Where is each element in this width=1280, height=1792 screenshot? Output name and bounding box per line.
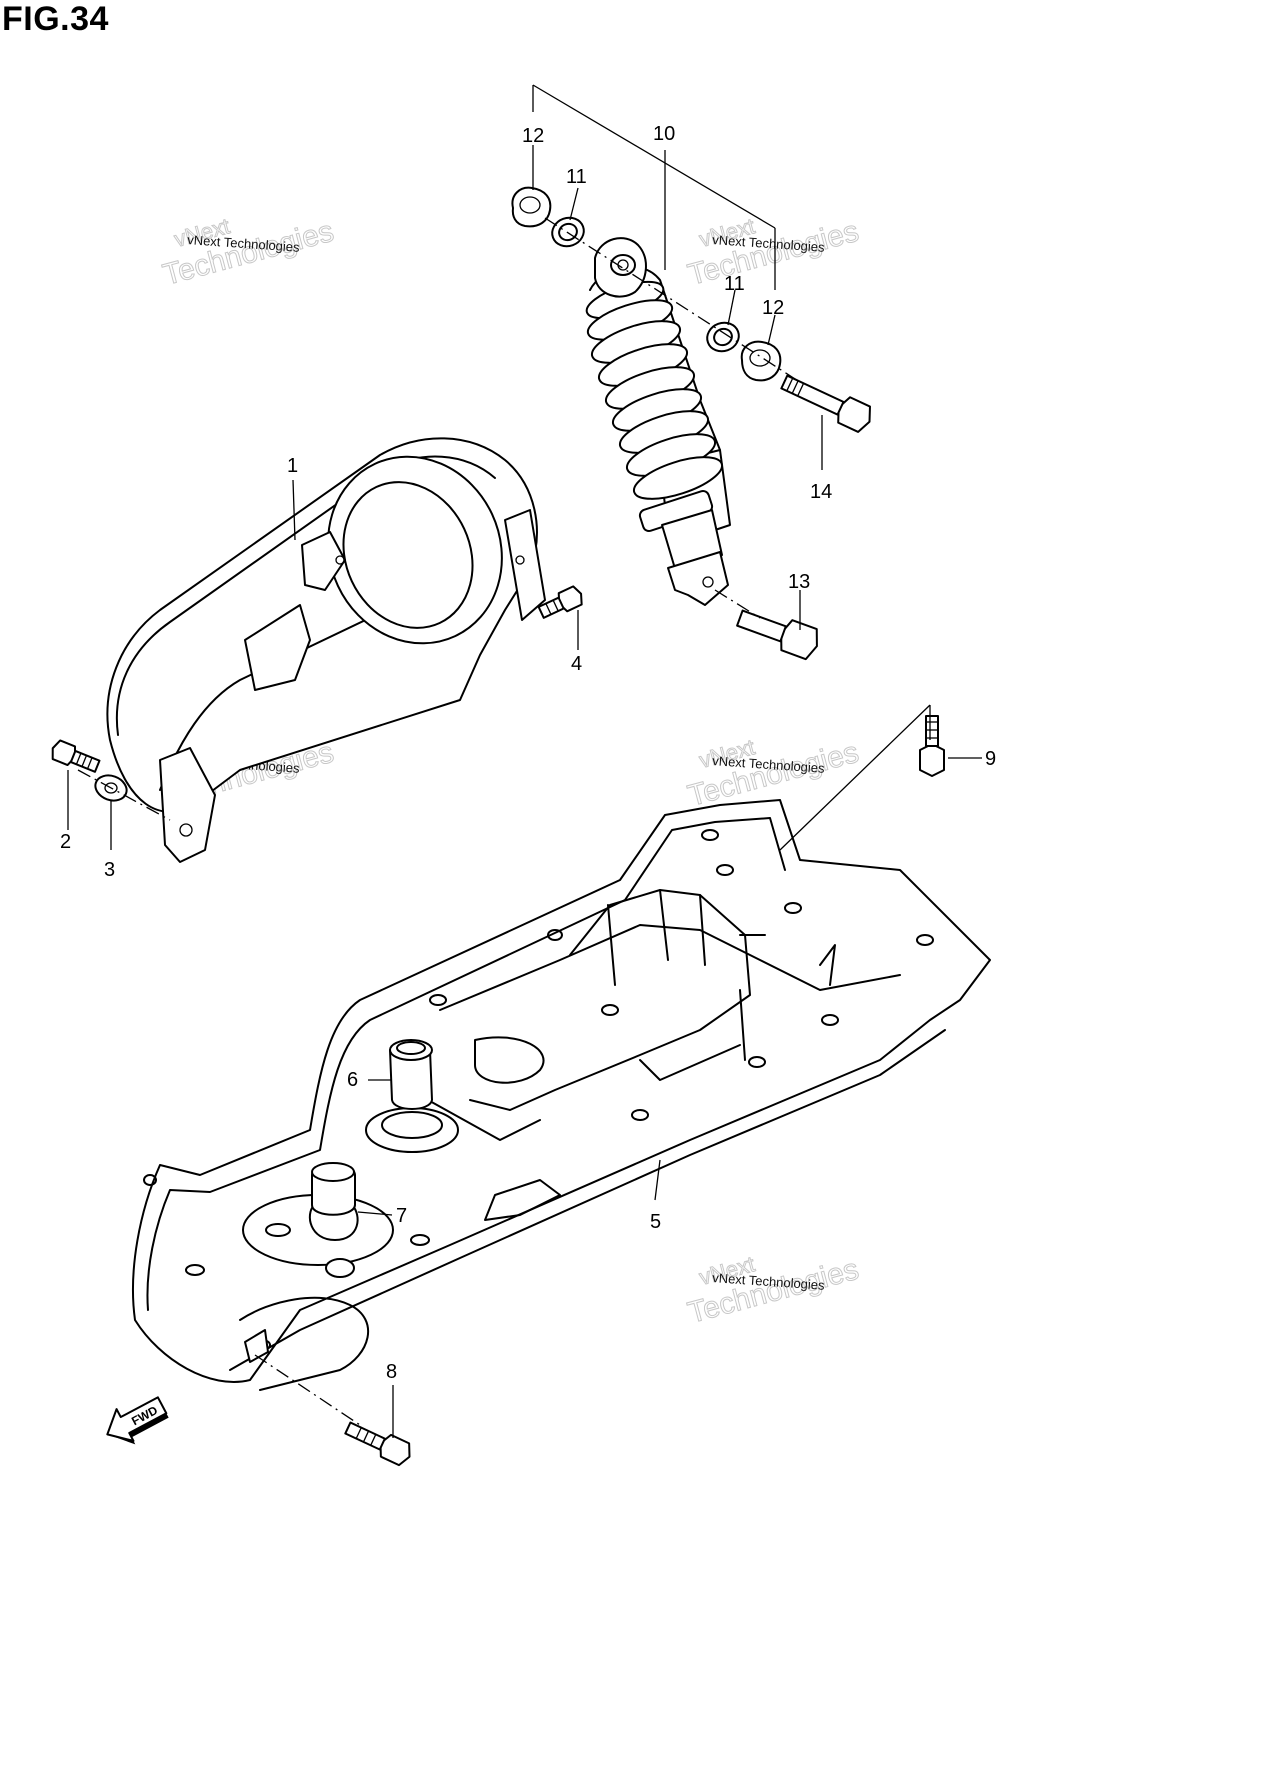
bolt-part-4 (537, 585, 583, 619)
callout-13: 13 (788, 571, 810, 593)
bolt-part-2 (51, 739, 101, 773)
callout-9: 9 (985, 748, 996, 770)
callout-12-upper: 12 (522, 125, 544, 147)
callout-6: 6 (347, 1069, 358, 1091)
spacer-part-12-right (740, 340, 782, 382)
spacer-part-12-left (511, 186, 552, 228)
bolt-part-9 (919, 715, 945, 777)
rubber-mount-part-7 (242, 1162, 394, 1278)
callout-11-upper: 11 (566, 166, 587, 188)
bolt-part-13 (736, 609, 818, 661)
callout-2: 2 (60, 831, 71, 853)
callout-4: 4 (571, 653, 582, 675)
figure-title: FIG.34 (2, 0, 109, 38)
callout-14: 14 (810, 481, 832, 503)
callout-8: 8 (386, 1361, 397, 1383)
callout-11-right: 11 (724, 273, 745, 295)
callout-12-right: 12 (762, 297, 784, 319)
rear-shock-absorber (585, 237, 731, 606)
shock-spring (585, 280, 724, 500)
leader-lines (67, 84, 982, 1438)
rubber-mount-part-6 (365, 1039, 459, 1153)
callout-3: 3 (104, 859, 115, 881)
callout-1: 1 (287, 455, 298, 477)
bolt-part-8 (344, 1421, 411, 1467)
under-cover-plate (132, 799, 991, 1391)
callout-7: 7 (396, 1205, 407, 1227)
forward-direction-arrow: FWD (106, 1396, 169, 1445)
callout-5: 5 (650, 1211, 661, 1233)
callout-numbers: 1 2 3 4 5 6 7 8 9 10 11 11 12 12 13 14 (60, 123, 996, 1383)
bolt-part-14 (780, 374, 871, 433)
belt-cover (106, 437, 546, 863)
collar-part-11-right (706, 321, 740, 353)
collar-part-11-left (551, 216, 585, 248)
callout-10: 10 (653, 123, 675, 145)
